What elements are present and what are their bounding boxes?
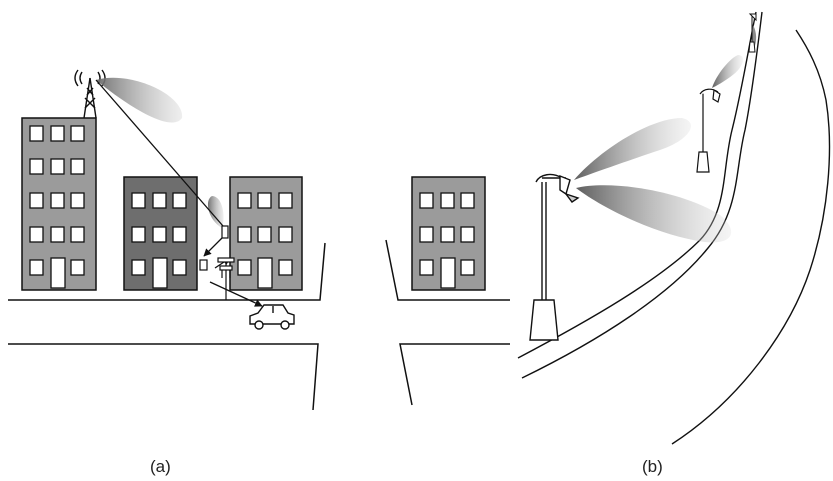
car-icon: [250, 305, 294, 329]
panel-a-label: (a): [150, 457, 171, 477]
tower-beam: [96, 78, 182, 123]
lamp-beam-lower: [576, 185, 731, 242]
panel-b-label: (b): [642, 457, 663, 477]
mid-lamp-beam: [712, 55, 743, 88]
building-middle: [124, 177, 197, 290]
lamp-beam-upper: [574, 118, 691, 180]
street-lamp-mid: [697, 89, 720, 172]
building-b: [412, 177, 485, 290]
street-lamp-icon: [530, 175, 578, 340]
cell-tower-icon: [75, 70, 105, 118]
building-left: [22, 118, 96, 290]
panel-a: [8, 70, 325, 410]
building-right: [230, 177, 302, 290]
panel-b: [386, 12, 829, 444]
small-cell-icon: [200, 226, 234, 300]
